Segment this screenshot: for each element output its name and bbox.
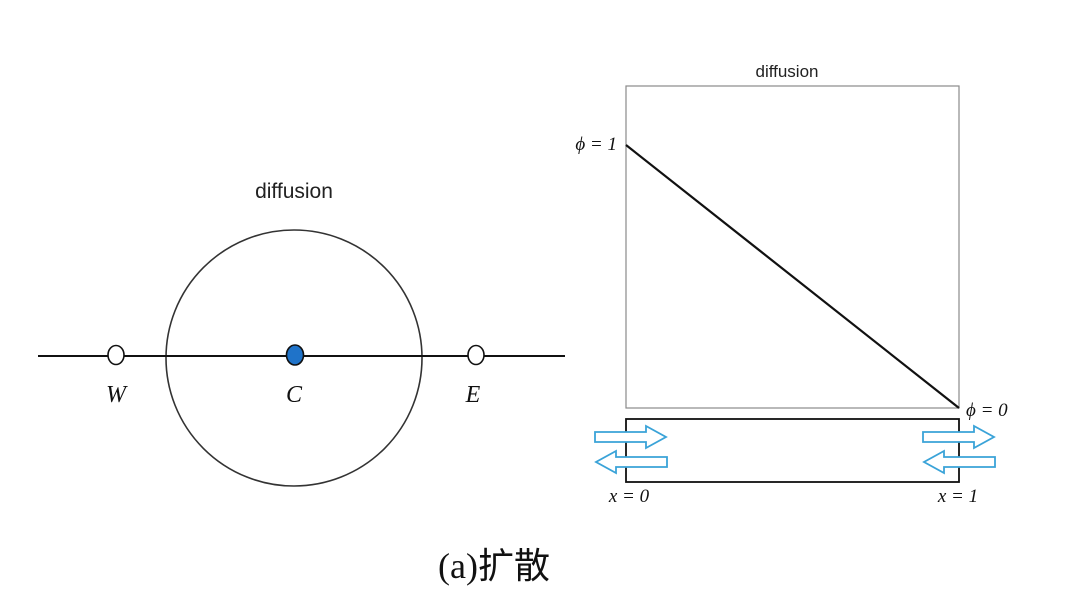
arrow-right-icon <box>594 424 668 450</box>
phi-right-label: ϕ = 0 <box>966 400 1008 421</box>
left-diagram-title: diffusion <box>255 180 333 203</box>
left-diffusion-diagram: diffusion W C E <box>38 180 565 487</box>
node-east-marker <box>467 344 485 366</box>
right-diffusion-diagram: diffusion ϕ = 1 ϕ = 0 x = 0 x = 1 <box>575 62 1008 507</box>
linear-diffusion-profile <box>625 144 960 409</box>
diffusion-influence-circle <box>165 229 423 487</box>
node-east-label: E <box>465 382 481 408</box>
domain-bar <box>625 418 960 483</box>
profile-plot-frame <box>625 85 960 409</box>
arrow-right-icon <box>922 424 996 450</box>
right-diagram-title: diffusion <box>755 62 818 81</box>
node-west-marker <box>107 344 125 366</box>
figure-caption: (a)扩散 <box>438 546 550 586</box>
node-central-label: C <box>286 382 303 408</box>
arrow-left-icon <box>594 449 668 475</box>
x-left-label: x = 0 <box>608 486 650 507</box>
arrow-left-icon <box>922 449 996 475</box>
phi-left-label: ϕ = 1 <box>575 134 617 155</box>
node-west-label: W <box>106 382 128 408</box>
node-central-marker <box>285 344 305 366</box>
x-right-label: x = 1 <box>937 486 978 507</box>
